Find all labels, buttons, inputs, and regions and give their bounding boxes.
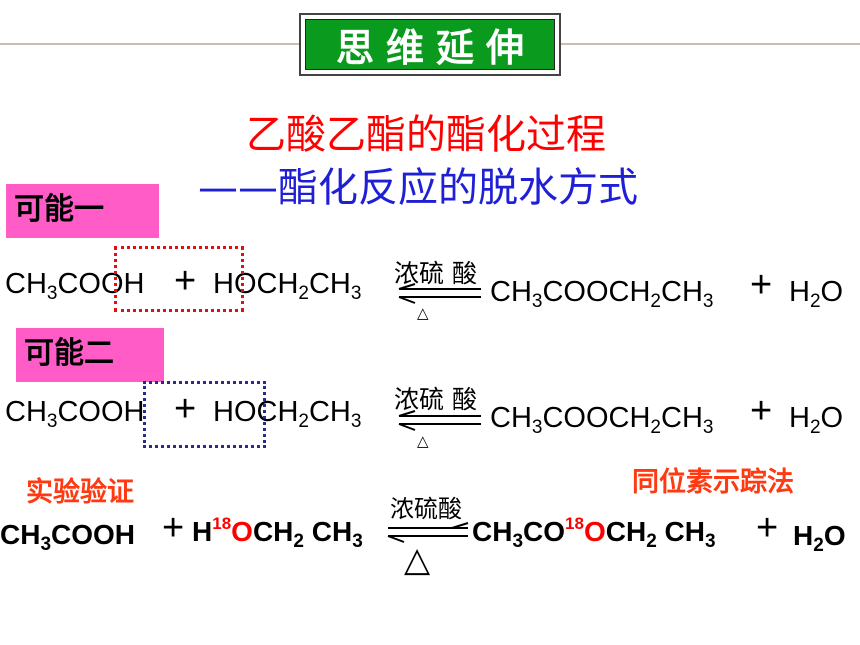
p2-reversible-arrow — [398, 410, 481, 431]
experiment-verification-label: 实验验证 — [26, 477, 134, 508]
isotope-tracing-label: 同位素示踪法 — [632, 467, 794, 498]
section-badge: 思维延伸 — [299, 13, 561, 76]
v-heat-icon: △ — [404, 541, 431, 579]
v-plus: + — [162, 507, 185, 549]
p2-product-ester: CH3COOCH2CH3 — [490, 402, 714, 438]
v-reversible-arrow — [387, 522, 469, 543]
possibility-1-label: 可能一 — [6, 184, 159, 238]
p1-reactant-acid: CH3COOH — [5, 268, 145, 304]
p1-product-ester: CH3COOCH2CH3 — [490, 276, 714, 312]
p2-reactant-acid: CH3COOH — [5, 396, 145, 432]
section-badge-fill: 思维延伸 — [305, 19, 555, 70]
p1-reversible-arrow — [398, 283, 481, 304]
p1-reactant-alcohol: HOCH2CH3 — [213, 268, 362, 304]
p1-catalyst: 浓硫 酸 — [394, 259, 477, 288]
p2-catalyst: 浓硫 酸 — [394, 385, 477, 414]
p1-plus-2: + — [750, 264, 773, 306]
p1-heat-icon: △ — [417, 305, 429, 322]
p2-heat-icon: △ — [417, 433, 429, 450]
p2-product-water: H2O — [789, 402, 844, 438]
p1-product-water: H2O — [789, 276, 844, 312]
v-reactant-labeled-alcohol: H18OCH2 CH3 — [192, 514, 363, 552]
section-badge-text: 思维延伸 — [335, 26, 536, 70]
p1-plus: + — [174, 260, 197, 302]
possibility-2-label: 可能二 — [16, 328, 164, 382]
p1-dehydration-highlight — [114, 246, 244, 312]
v-product-labeled-ester: CH3CO18OCH2 CH3 — [472, 514, 716, 552]
v-plus-2: + — [756, 507, 779, 549]
p2-dehydration-highlight — [143, 381, 266, 448]
v-reactant-acid: CH3COOH — [0, 519, 136, 555]
title-line-1: 乙酸乙酯的酯化过程 — [246, 112, 606, 158]
p2-plus-2: + — [750, 390, 773, 432]
p2-plus: + — [174, 388, 197, 430]
v-product-water: H2O — [793, 520, 846, 556]
v-catalyst: 浓硫酸 — [390, 495, 462, 523]
title-line-2: ——酯化反应的脱水方式 — [198, 165, 638, 211]
